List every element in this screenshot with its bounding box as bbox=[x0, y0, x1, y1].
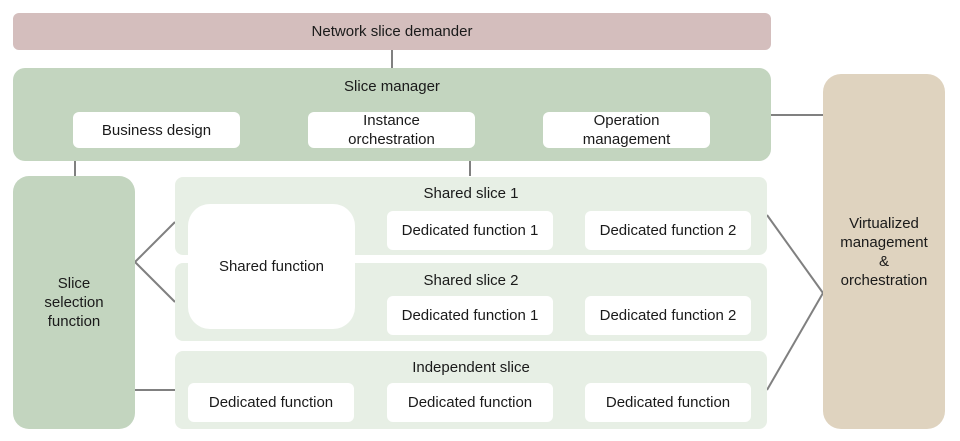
business-design-label: Business design bbox=[101, 121, 212, 139]
shared-function-label: Shared function bbox=[218, 258, 325, 275]
dedicated-function-label: Dedicated function bbox=[407, 394, 533, 411]
dedicated-function-label: Dedicated function 1 bbox=[401, 222, 539, 239]
dedicated-function-label: Dedicated function 2 bbox=[599, 222, 737, 239]
slice-selection-function-box: Slice selection function bbox=[13, 176, 135, 429]
operation-management-label: Operation management bbox=[582, 112, 671, 148]
dedicated-function-label: Dedicated function 1 bbox=[401, 307, 539, 324]
selection-to-shared-slice-1-line bbox=[134, 221, 176, 263]
dedicated-function-label: Dedicated function 2 bbox=[599, 307, 737, 324]
vmo-label: Virtualized management & orchestration bbox=[840, 214, 928, 289]
shared-slice-1-dedicated-function-2: Dedicated function 2 bbox=[585, 211, 751, 250]
independent-slice-to-vmo-line bbox=[766, 292, 824, 391]
demander-label: Network slice demander bbox=[311, 23, 473, 40]
shared-function-box: Shared function bbox=[188, 204, 355, 329]
independent-slice-title: Independent slice bbox=[412, 359, 530, 376]
instance-orchestration-label: Instance orchestration bbox=[348, 112, 435, 148]
dedicated-function-label: Dedicated function bbox=[208, 394, 334, 411]
instance-orchestration-box: Instance orchestration bbox=[308, 112, 475, 148]
selection-to-shared-slice-2-line bbox=[134, 261, 176, 303]
virtualized-management-orchestration-box: Virtualized management & orchestration bbox=[823, 74, 945, 429]
shared-slice-2-dedicated-function-1: Dedicated function 1 bbox=[387, 296, 553, 335]
shared-slice-1-title: Shared slice 1 bbox=[423, 185, 519, 202]
network-slice-demander-box: Network slice demander bbox=[13, 13, 771, 50]
slice-manager-title: Slice manager bbox=[344, 78, 440, 95]
dedicated-function-label: Dedicated function bbox=[605, 394, 731, 411]
independent-dedicated-function-2: Dedicated function bbox=[387, 383, 553, 422]
slice-selection-label: Slice selection function bbox=[44, 275, 104, 330]
shared-slice-1-dedicated-function-1: Dedicated function 1 bbox=[387, 211, 553, 250]
shared-slice-2-dedicated-function-2: Dedicated function 2 bbox=[585, 296, 751, 335]
shared-slice-2-title: Shared slice 2 bbox=[423, 272, 519, 289]
shared-slice-1-to-vmo-line bbox=[766, 214, 824, 294]
operation-management-box: Operation management bbox=[543, 112, 710, 148]
independent-dedicated-function-3: Dedicated function bbox=[585, 383, 751, 422]
independent-dedicated-function-1: Dedicated function bbox=[188, 383, 354, 422]
business-design-box: Business design bbox=[73, 112, 240, 148]
